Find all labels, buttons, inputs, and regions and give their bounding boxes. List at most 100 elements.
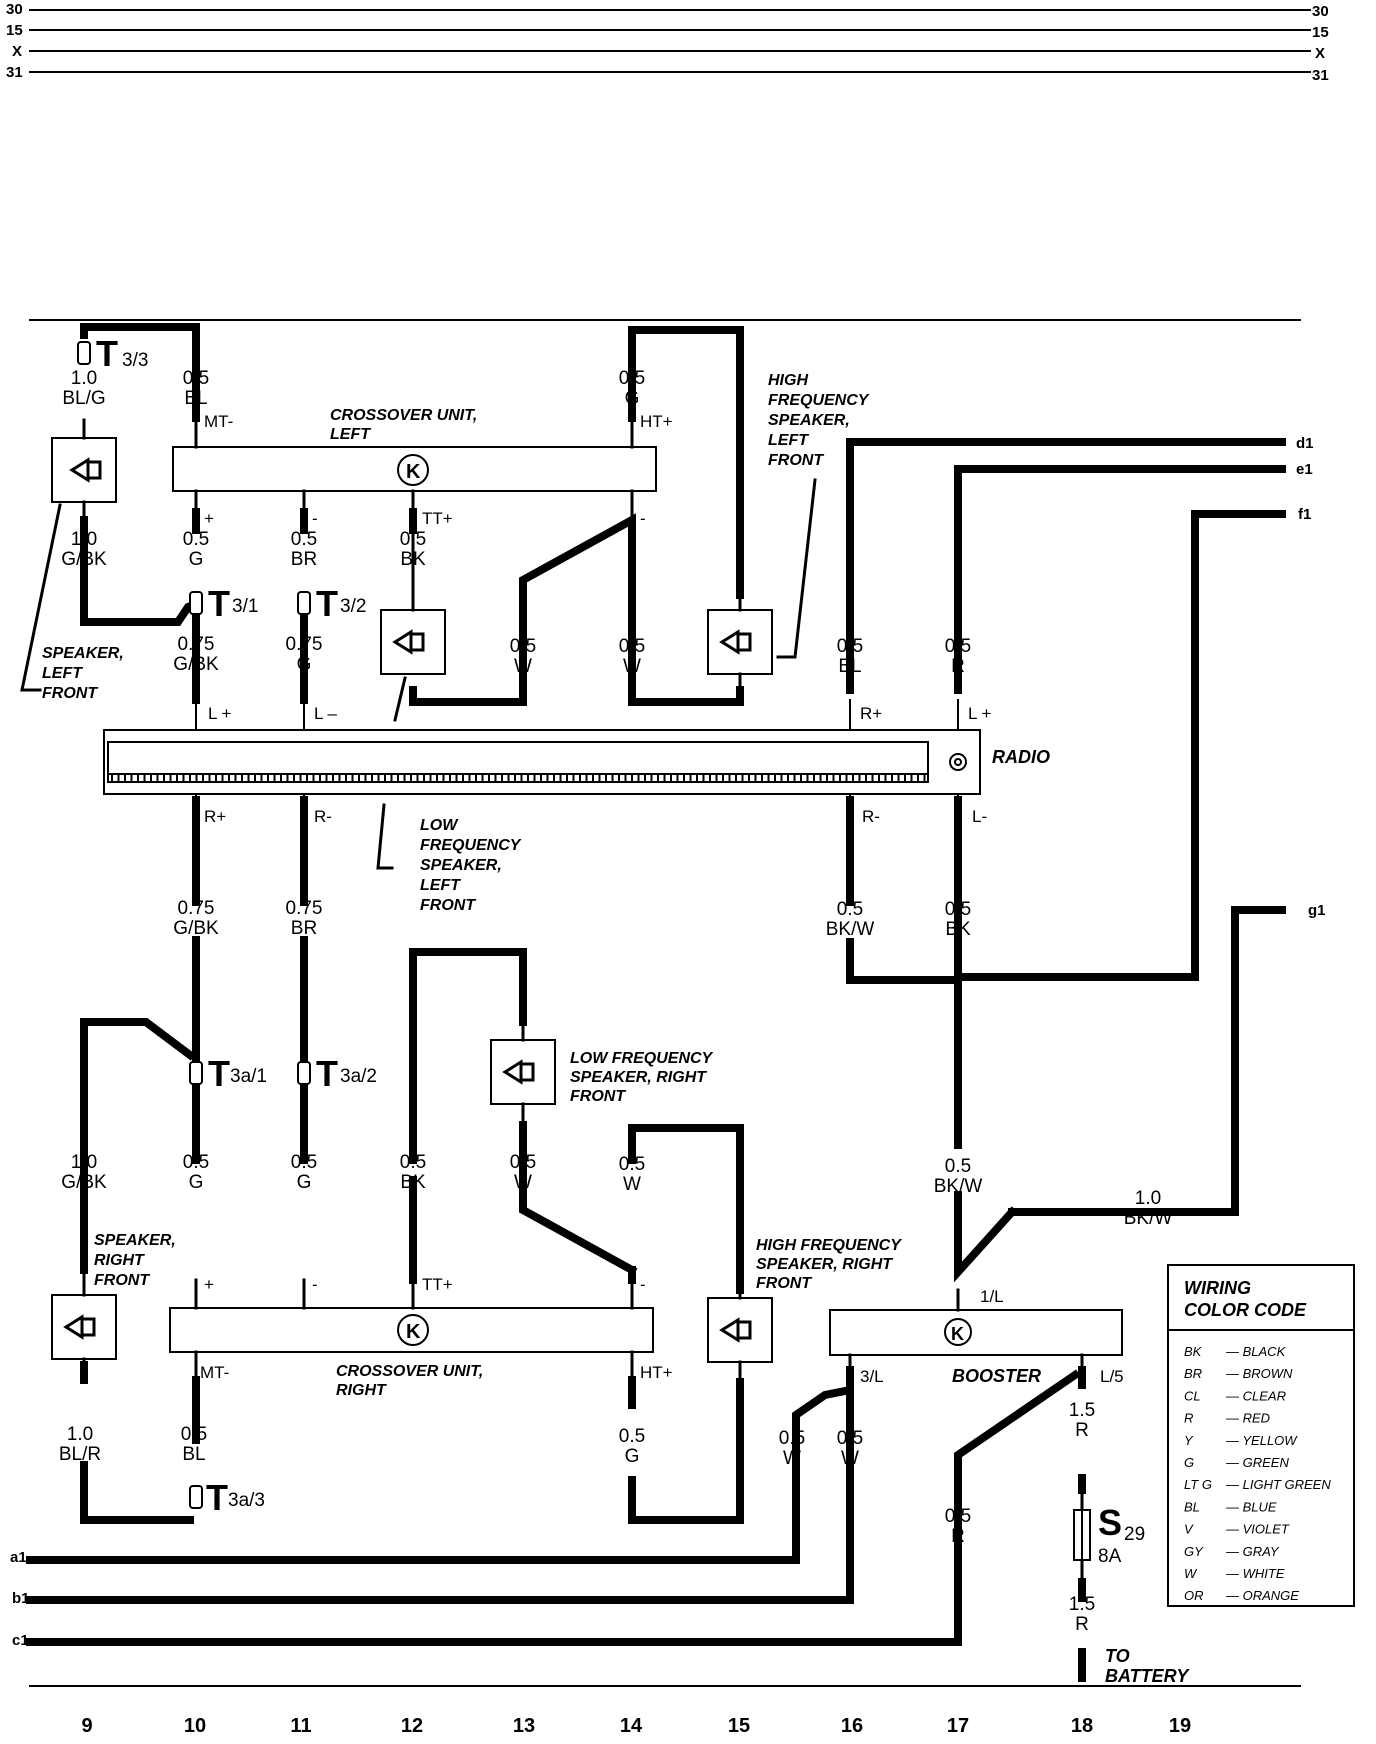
wire-color-w11: W xyxy=(623,656,641,677)
booster-unit xyxy=(829,1309,1123,1356)
legend-code-9: GY xyxy=(1184,1544,1204,1559)
ref-c1: c1 xyxy=(12,1632,29,1649)
leader-speaker-left xyxy=(20,503,62,692)
ref-g1: g1 xyxy=(1308,902,1326,919)
radio-display xyxy=(107,741,929,783)
lf-left-line-2: SPEAKER, xyxy=(420,857,502,874)
wire-color-w15: BR xyxy=(291,918,317,939)
pin-plus-right: + xyxy=(204,1275,214,1294)
wire-color-w18: G/BK xyxy=(61,1172,107,1193)
lf-left-line-1: FREQUENCY xyxy=(420,837,522,854)
wire-color-w1: BL/G xyxy=(62,388,105,409)
wire-color-w2: BL xyxy=(184,388,207,409)
bus-label-15: 15 xyxy=(6,22,23,39)
speaker-icon xyxy=(502,1059,535,1085)
to-battery-label-2: BATTERY xyxy=(1105,1666,1190,1686)
k-symbol-booster: K xyxy=(951,1324,964,1344)
booster-symbol xyxy=(944,1318,972,1346)
pin-minus-left: - xyxy=(312,509,318,528)
wire-size-w33: 1.5 xyxy=(1069,1594,1095,1615)
bus-label-30: 30 xyxy=(6,1,23,18)
legend-code-11: OR xyxy=(1184,1588,1204,1603)
legend-color-3: — RED xyxy=(1225,1411,1270,1426)
hf-left-line-0: HIGH xyxy=(768,372,808,389)
column-number-6: 15 xyxy=(728,1715,750,1737)
wire-size-w4: 1.0 xyxy=(71,529,97,550)
column-number-0: 9 xyxy=(81,1715,92,1737)
connector-t31-sub: 3/1 xyxy=(232,596,258,617)
pin-minus-right: - xyxy=(312,1275,318,1294)
wire-size-w26: 1.0 xyxy=(67,1424,93,1445)
speaker-icon xyxy=(69,457,102,483)
wire-color-w29: W xyxy=(783,1448,801,1469)
pin-booster-3l: 3/L xyxy=(860,1367,884,1386)
wire-color-w20: G xyxy=(297,1172,312,1193)
legend-color-7: — BLUE xyxy=(1225,1499,1277,1514)
legend-code-8: V xyxy=(1184,1522,1194,1537)
speaker-left-front xyxy=(51,437,117,503)
spk-right-line-2: FRONT xyxy=(94,1272,150,1289)
connector-t32: T xyxy=(316,583,338,624)
wire-size-w2: 0.5 xyxy=(183,368,209,389)
spk-left-line-0: SPEAKER, xyxy=(42,645,124,662)
wire-size-w32: 0.5 xyxy=(945,1506,971,1527)
legend-code-4: Y xyxy=(1184,1433,1194,1448)
pin-ht-plus-left: HT+ xyxy=(640,412,673,431)
column-number-7: 16 xyxy=(841,1715,863,1737)
wire-size-w21: 0.5 xyxy=(400,1152,426,1173)
fuse-s29-amp: 8A xyxy=(1098,1546,1122,1567)
bus-label-15-right: 15 xyxy=(1312,24,1329,41)
wire-size-w9: 0.75 xyxy=(286,634,323,655)
pin-minus2-left: - xyxy=(640,509,646,528)
high-frequency-speaker-left xyxy=(707,609,773,675)
wire-size-w19: 0.5 xyxy=(183,1152,209,1173)
lf-left-line-4: FRONT xyxy=(420,897,476,914)
bus-label-31-right: 31 xyxy=(1312,67,1329,84)
wire-size-w22: 0.5 xyxy=(510,1152,536,1173)
pin-radio-l-plus: L + xyxy=(208,704,232,723)
pin-radio-l-plus-right: L + xyxy=(968,704,992,723)
wire-size-w18: 1.0 xyxy=(71,1152,97,1173)
legend-code-0: BK xyxy=(1184,1344,1203,1359)
legend-color-2: — CLEAR xyxy=(1225,1388,1286,1403)
radio-label: RADIO xyxy=(992,747,1050,767)
wire-labels: 1.0BL/G0.5BL0.5G1.0G/BK0.5G0.5BR0.5BK0.7… xyxy=(59,368,1172,1635)
ref-f1: f1 xyxy=(1298,506,1311,523)
legend-code-2: CL xyxy=(1184,1388,1201,1403)
wire-size-w20: 0.5 xyxy=(291,1152,317,1173)
legend-code-6: LT G xyxy=(1184,1477,1212,1492)
connector-t32-sub: 3/2 xyxy=(340,596,366,617)
connector-symbols xyxy=(77,341,311,1509)
wire-color-w26: BL/R xyxy=(59,1444,101,1465)
wire-size-w8: 0.75 xyxy=(178,634,215,655)
lf-left-line-3: LEFT xyxy=(420,877,461,894)
hf-left-line-3: LEFT xyxy=(768,432,809,449)
wire-color-w21: BK xyxy=(400,1172,426,1193)
hf-right-line-1: SPEAKER, RIGHT xyxy=(756,1256,893,1273)
bus-label-31: 31 xyxy=(6,64,23,81)
wire-size-w12: 0.5 xyxy=(837,636,863,657)
wire-size-w17: 0.5 xyxy=(945,899,971,920)
connector-t31: T xyxy=(208,583,230,624)
booster-label: BOOSTER xyxy=(952,1366,1041,1386)
connector-t3a2: T xyxy=(316,1053,338,1094)
column-number-3: 12 xyxy=(401,1715,423,1737)
wire-size-w28: 0.5 xyxy=(619,1426,645,1447)
ref-d1: d1 xyxy=(1296,435,1314,452)
wire-size-w31: 1.5 xyxy=(1069,1400,1095,1421)
pin-booster-l5: L/5 xyxy=(1100,1367,1124,1386)
spk-right-line-0: SPEAKER, xyxy=(94,1232,176,1249)
bus-label-x-right: X xyxy=(1315,45,1325,62)
wire-size-w23: 0.5 xyxy=(619,1154,645,1175)
k-symbol-left: K xyxy=(406,461,421,483)
wire-color-w32: R xyxy=(951,1526,965,1547)
wire-size-w25: 1.0 xyxy=(1135,1188,1161,1209)
pin-radio-r-plus-bottom: R+ xyxy=(204,807,226,826)
